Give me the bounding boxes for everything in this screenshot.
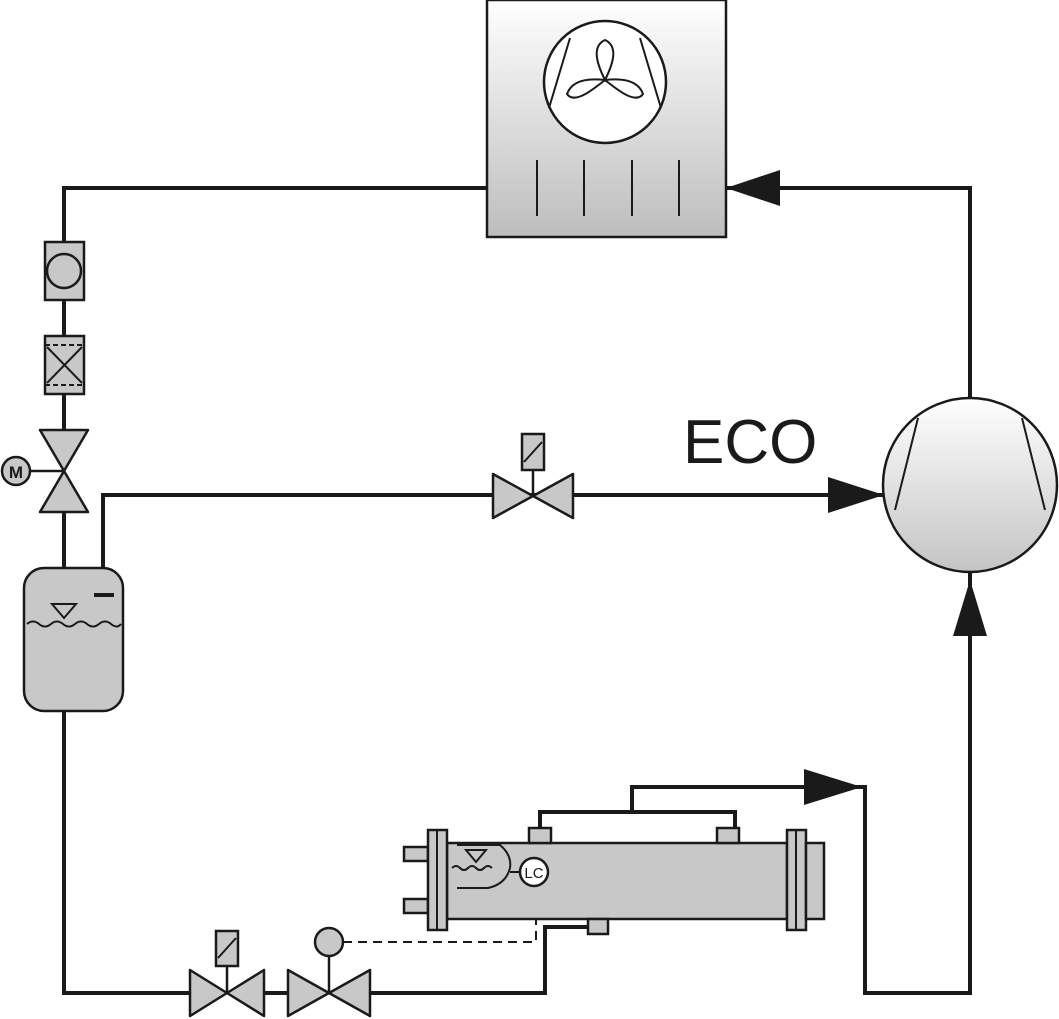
suction-header-line [538, 810, 737, 830]
eco-solenoid-valve [491, 432, 575, 520]
evaporator-liquid-surface-icon [451, 865, 493, 871]
condenser-coil-fins [536, 160, 680, 216]
arrow-evaporator-outlet-icon [804, 769, 862, 805]
sight-glass [43, 240, 86, 302]
suction-nozzle-2 [715, 826, 741, 845]
liquid-solenoid-valve [188, 929, 266, 1018]
liquid-receiver [22, 566, 125, 713]
arrow-eco-inlet-icon [828, 477, 884, 513]
flooded-evaporator: LC [402, 826, 826, 936]
liquid-surface-icon [26, 620, 122, 628]
suction-nozzle-1 [527, 826, 553, 845]
evaporator-shell [445, 841, 789, 921]
liquid-level-icon [49, 603, 79, 620]
receiver-outlet-line [62, 710, 190, 995]
refrigerant-inlet-nozzle [586, 917, 610, 936]
water-inlet-nozzle [402, 845, 430, 863]
level-controller-icon [518, 856, 550, 888]
evaporator-inlet-line [370, 925, 588, 995]
eco-label: ECO [683, 408, 817, 477]
flow-arrows [726, 170, 987, 805]
level-control-expansion-valve [286, 926, 372, 1018]
level-chamber [457, 844, 512, 889]
arrow-suction-inlet-icon [953, 580, 987, 636]
suction-riser-line [630, 572, 972, 995]
compressor [881, 396, 1059, 574]
fan-icon [542, 19, 668, 145]
motorized-valve: M [0, 428, 90, 514]
level-controller-label: LC [524, 865, 543, 882]
condenser [485, 0, 728, 239]
eco-line [101, 493, 884, 593]
motor-icon [0, 455, 32, 487]
compressor-icon [881, 396, 1059, 574]
water-outlet-nozzle [402, 897, 430, 915]
sight-glass-circle-icon [45, 252, 83, 290]
filter-drier [43, 334, 86, 396]
motor-label: M [9, 463, 23, 482]
evaporator-level-icon [463, 849, 489, 864]
arrow-condenser-inlet-icon [726, 170, 780, 206]
valve-actuator-icon [313, 926, 345, 958]
